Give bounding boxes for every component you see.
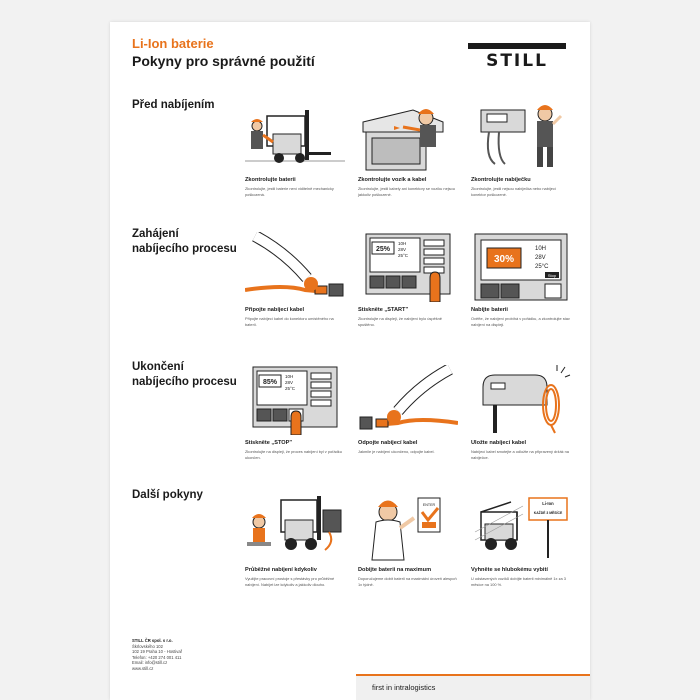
tagline-bar: first in intralogistics — [356, 674, 590, 700]
step-check-battery: Zkontrolujte baterii Zkontrolujte, jestl… — [245, 102, 345, 197]
step-description: Jakmile je nabíjení ukončeno, odpojte ka… — [358, 449, 435, 454]
step-description: Využijte pracovní prostoje s přestávky p… — [245, 576, 335, 587]
svg-text:28V: 28V — [398, 247, 406, 252]
email-address: Email: info@still.cz — [132, 660, 168, 666]
step-charge-battery: 30% 10H 28V 25°C Stop Nabijte baterii Ov… — [471, 232, 571, 327]
tagline: first in intralogistics — [372, 683, 436, 692]
section-heading-end-charging: Ukončení nabíjecího procesu — [132, 361, 237, 388]
section-heading-before-charging: Před nabíjením — [132, 99, 215, 111]
svg-text:Li-Ion: Li-Ion — [542, 501, 554, 506]
step-charge-to-maximum: ENTER Dobijte baterii na maximum Doporuč… — [358, 492, 458, 587]
address-street: Škrlovského 102 — [132, 643, 163, 649]
store-cable-illustration — [471, 365, 571, 435]
address-city: 102 19 Praha 10 - Hostivař — [132, 649, 183, 655]
still-logo: STILL — [468, 43, 566, 67]
charge-to-maximum-illustration: ENTER — [358, 492, 458, 562]
step-caption: Dobijte baterii na maximum — [358, 567, 432, 573]
step-description: Doporučujeme dobít baterii na maximální … — [358, 576, 457, 587]
step-caption: Zkontrolujte nabíječku — [471, 177, 531, 183]
intermediate-charging-illustration — [245, 492, 345, 562]
svg-text:ENTER: ENTER — [423, 503, 436, 507]
step-press-stop: 85% 10H 28V 25°C STOP Stiskněte „STOP" Z… — [245, 365, 345, 460]
disconnect-cable-illustration — [358, 365, 458, 435]
svg-text:10H: 10H — [285, 374, 293, 379]
svg-text:30%: 30% — [494, 254, 514, 265]
step-caption: Připojte nabíjecí kabel — [245, 307, 305, 313]
svg-text:28V: 28V — [535, 255, 546, 261]
step-description: Nabíjecí kabel smotejte a odložte na při… — [471, 449, 569, 460]
step-avoid-deep-discharge: Li-Ion KAŽDÉ 3 MĚSÍCE Vyhněte se hluboké… — [471, 492, 571, 587]
step-caption: Vyhněte se hlubokému vybití — [471, 567, 548, 573]
svg-text:STILL: STILL — [486, 51, 548, 67]
svg-text:Stop: Stop — [548, 273, 557, 278]
connect-cable-illustration — [245, 232, 345, 302]
svg-text:10H: 10H — [535, 246, 546, 252]
truck-cable-check-illustration — [358, 102, 458, 172]
step-caption: Zkontrolujte baterii — [245, 177, 296, 183]
section-heading-start-charging: Zahájení nabíjecího procesu — [132, 228, 237, 255]
charging-display-illustration: 30% 10H 28V 25°C Stop — [471, 232, 571, 302]
svg-text:25%: 25% — [376, 246, 391, 253]
step-intermediate-charging: Průběžné nabíjení kdykoliv Využijte prac… — [245, 492, 345, 587]
svg-text:85%: 85% — [263, 379, 278, 386]
charger-display-stop-illustration: 85% 10H 28V 25°C STOP — [245, 365, 345, 435]
step-caption: Stiskněte „START" — [358, 307, 409, 313]
avoid-deep-discharge-illustration: Li-Ion KAŽDÉ 3 MĚSÍCE — [471, 492, 571, 562]
tagline-accent-line — [356, 674, 590, 676]
svg-text:10H: 10H — [398, 241, 406, 246]
step-description: U odstavených vozíků dobíjte baterii min… — [471, 576, 566, 587]
company-name: STILL ČR spol. s r.o. — [132, 638, 173, 643]
step-caption: Stiskněte „STOP" — [245, 440, 293, 446]
charger-check-illustration — [471, 102, 571, 172]
poster: Li-Ion baterie Pokyny pro správné použit… — [110, 22, 590, 700]
step-caption: Průběžné nabíjení kdykoliv — [245, 567, 317, 573]
step-description: Zkontrolujte, jestli kabely ani konektor… — [358, 186, 455, 197]
step-check-truck-cable: Zkontrolujte vozík a kabel Zkontrolujte,… — [358, 102, 458, 197]
step-check-charger: Zkontrolujte nabíječku Zkontrolujte, jes… — [471, 102, 571, 197]
step-press-start: 25% 10H 28V 25°C Stiskněte „START" Zkont… — [358, 232, 458, 327]
step-disconnect-cable: Odpojte nabíjecí kabel Jakmile je nabíje… — [358, 365, 458, 455]
step-caption: Nabijte baterii — [471, 307, 508, 313]
step-description: Ověřte, že nabíjení probíhá v pořádku, a… — [471, 316, 570, 327]
phone-number: Telefon: +420 274 001 411 — [132, 654, 182, 660]
step-description: Zkontrolujte, jestli nejsou nabíječka ne… — [471, 186, 556, 197]
step-connect-cable: Připojte nabíjecí kabel Připojte nabíjec… — [245, 232, 345, 327]
step-description: Zkontrolujte na displeji, že proces nabí… — [245, 449, 342, 460]
poster-subtitle: Pokyny pro správné použití — [132, 53, 315, 69]
step-description: Zkontrolujte, jestli baterie není vidite… — [245, 186, 334, 197]
svg-text:KAŽDÉ 3 MĚSÍCE: KAŽDÉ 3 MĚSÍCE — [534, 510, 563, 515]
svg-text:28V: 28V — [285, 380, 293, 385]
website: www.still.cz — [132, 665, 154, 671]
step-description: Zkontrolujte na displeji, že nabíjení by… — [358, 316, 442, 327]
charger-display-start-illustration: 25% 10H 28V 25°C — [358, 232, 458, 302]
step-description: Připojte nabíjecí kabel do konektoru umí… — [245, 316, 334, 327]
svg-text:25°C: 25°C — [398, 253, 409, 258]
step-caption: Odpojte nabíjecí kabel — [358, 440, 418, 446]
section-heading-further-tips: Další pokyny — [132, 489, 203, 501]
company-address: STILL ČR spol. s r.o. Škrlovského 102 10… — [132, 638, 182, 672]
forklift-battery-check-illustration — [245, 102, 345, 172]
step-caption: Zkontrolujte vozík a kabel — [358, 177, 427, 183]
svg-text:25°C: 25°C — [535, 264, 549, 270]
poster-title: Li-Ion baterie — [132, 36, 214, 51]
svg-text:25°C: 25°C — [285, 386, 296, 391]
step-caption: Uložte nabíjecí kabel — [471, 440, 527, 446]
step-store-cable: Uložte nabíjecí kabel Nabíjecí kabel smo… — [471, 365, 571, 460]
